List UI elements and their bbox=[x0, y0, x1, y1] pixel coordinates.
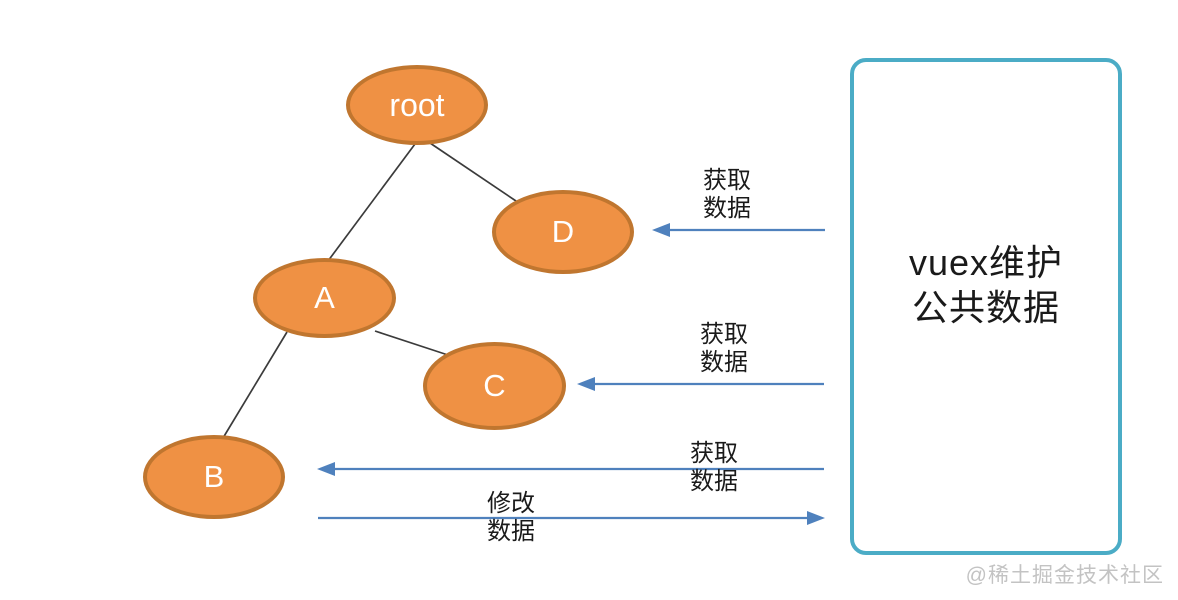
vuex-store-title-line2: 公共数据 bbox=[911, 287, 1060, 328]
node-a: A bbox=[253, 258, 396, 338]
edge-root-a bbox=[327, 143, 416, 262]
vuex-store-title: vuex维护 公共数据 bbox=[854, 240, 1118, 330]
node-root-label: root bbox=[389, 86, 445, 123]
edge-a-c bbox=[374, 330, 449, 356]
watermark: @稀土掘金技术社区 bbox=[965, 564, 1164, 587]
edge-a-b bbox=[222, 331, 288, 439]
label-fetch-data-d: 获取 数据 bbox=[703, 167, 751, 222]
node-c: C bbox=[423, 342, 566, 430]
label-fetch-data-c: 获取 数据 bbox=[700, 321, 748, 376]
node-b-label: B bbox=[203, 459, 225, 494]
node-b: B bbox=[143, 435, 285, 519]
arrow-fetch-d bbox=[652, 223, 825, 237]
node-a-label: A bbox=[314, 280, 335, 315]
vuex-store-box: vuex维护 公共数据 bbox=[850, 58, 1122, 555]
arrow-fetch-b bbox=[317, 462, 824, 476]
arrow-modify bbox=[318, 511, 825, 525]
label-modify-data: 修改 数据 bbox=[487, 490, 535, 545]
node-c-label: C bbox=[483, 368, 506, 403]
node-d-label: D bbox=[551, 214, 575, 249]
label-fetch-data-b: 获取 数据 bbox=[690, 440, 738, 495]
edge-root-d bbox=[429, 142, 517, 202]
arrow-fetch-c bbox=[577, 377, 824, 391]
node-d: D bbox=[492, 190, 634, 274]
node-root: root bbox=[346, 65, 488, 145]
vuex-store-title-line1: vuex维护 bbox=[908, 242, 1064, 283]
